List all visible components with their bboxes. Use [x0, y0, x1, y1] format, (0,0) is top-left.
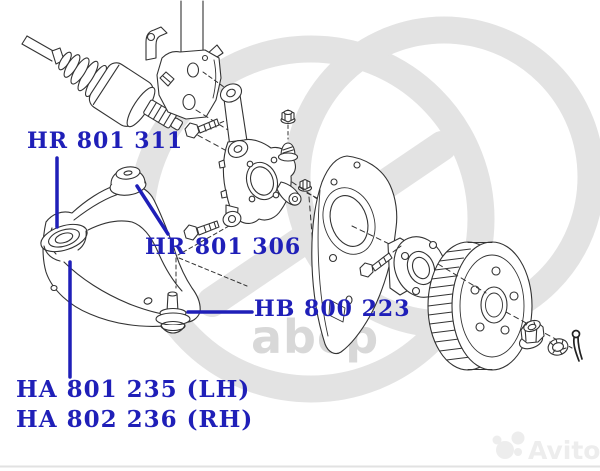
strut-bracket-plate — [156, 49, 222, 120]
cv-axle — [21, 35, 263, 171]
cotter-pin — [571, 329, 583, 362]
dust-shield — [311, 155, 398, 355]
divider-line — [0, 465, 600, 468]
part-label-hr-801-306: HR 801 306 — [145, 234, 302, 260]
front-bushing — [40, 223, 88, 262]
flange-nut-side — [297, 178, 313, 192]
avito-logo: Avito — [492, 431, 600, 465]
hose-hook-bracket — [145, 26, 168, 61]
brake-rotor — [427, 241, 533, 371]
part-label-hr-801-311: HR 801 311 — [27, 128, 184, 154]
part-label-ha-801-235-lh: HA 801 235 (LH) — [16, 376, 251, 403]
leader-hr801306 — [135, 184, 170, 236]
nut-lock-cage — [547, 338, 569, 356]
balljoint-pinch-bolt — [183, 220, 220, 241]
lower-control-arm — [40, 166, 248, 334]
part-label-hb-800-223: HB 800 223 — [254, 296, 411, 322]
flange-nut-upper — [280, 109, 296, 125]
hub-bolt — [359, 245, 402, 278]
part-label-ha-802-236-rh: HA 802 236 (RH) — [16, 406, 254, 433]
rear-bushing — [109, 166, 147, 196]
castle-nut — [518, 319, 545, 350]
avito-logo-text: Avito — [528, 436, 600, 465]
strut-and-bracket — [145, 0, 277, 161]
rotor-face — [451, 241, 533, 371]
strut-pinch-bolt — [184, 116, 235, 139]
rotor-vents — [427, 248, 471, 361]
drawing-layer — [21, 0, 583, 379]
ball-joint — [155, 291, 191, 334]
leader-lines — [55, 156, 254, 379]
steering-knuckle — [218, 83, 345, 297]
axle-splined-end — [143, 99, 183, 131]
